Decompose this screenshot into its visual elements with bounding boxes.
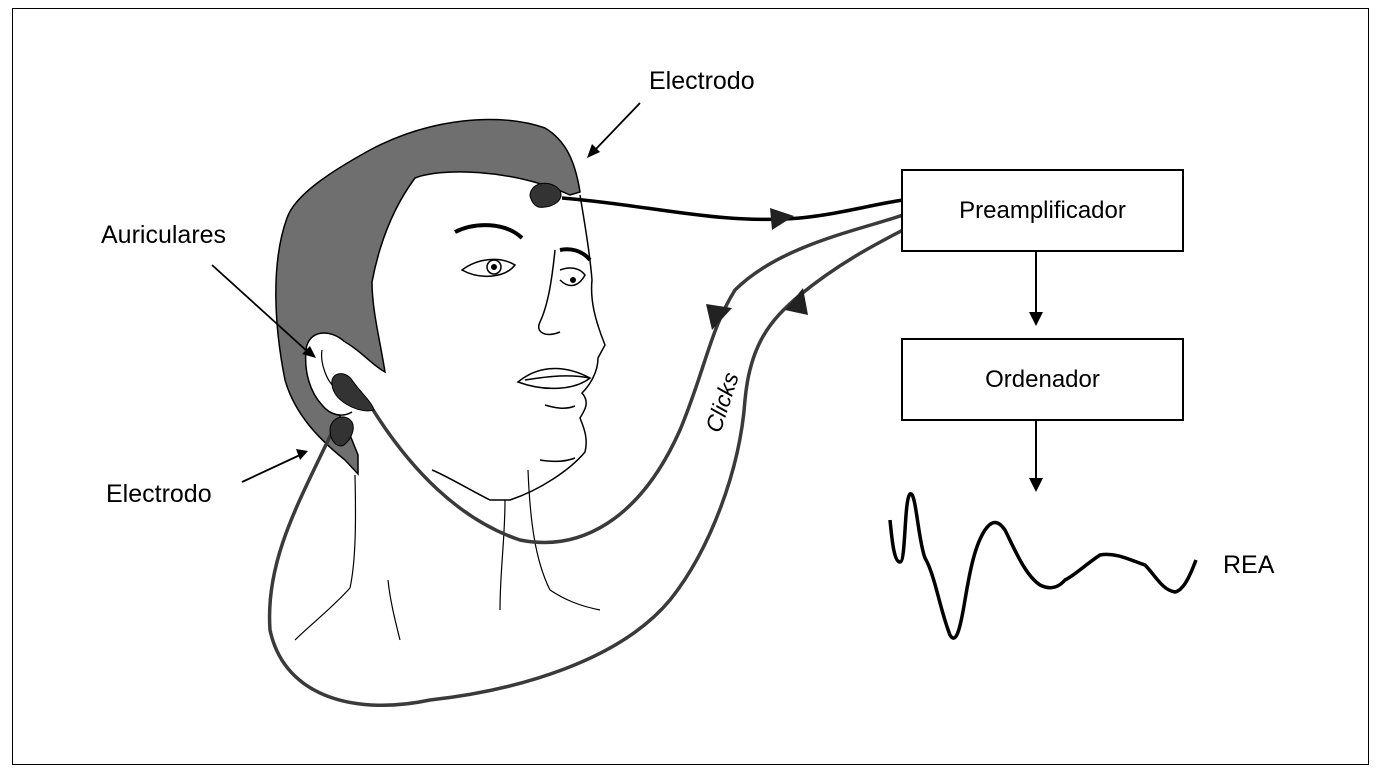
pointer-electrode-top-head: [587, 144, 600, 158]
chin-line-2: [539, 457, 576, 463]
left-brow: [454, 223, 524, 240]
pointer-electrode-top: [594, 102, 641, 151]
label-aep: REA: [1223, 551, 1275, 579]
computer-label: Ordenador: [985, 365, 1100, 393]
cable-arrow-return: [785, 288, 808, 315]
mouth: [516, 367, 592, 390]
earphone: [331, 373, 375, 412]
cable-earphone: [368, 213, 904, 545]
label-electrode-bottom: Electrodo: [106, 480, 212, 508]
label-electrode-top: Electrodo: [649, 67, 755, 95]
right-pupil: [570, 277, 576, 283]
nose: [538, 249, 561, 336]
pointer-electrode-bottom: [241, 454, 301, 483]
computer-box: Ordenador: [901, 338, 1184, 421]
cable-arrow-forehead: [770, 208, 794, 230]
preamplifier-box: Preamplificador: [901, 169, 1184, 252]
pointer-earphones: [211, 264, 309, 353]
pointer-earphones-head: [302, 346, 316, 358]
cable-arrow-clicks: [706, 304, 732, 330]
preamplifier-label: Preamplificador: [959, 196, 1126, 224]
face-outline: [431, 194, 606, 501]
left-eye: [460, 258, 517, 277]
arrow-preamp-to-computer-head: [1029, 312, 1043, 326]
pointer-electrode-bottom-head: [296, 449, 308, 460]
chin-line: [544, 404, 576, 409]
cable-forehead: [561, 196, 904, 222]
hair: [275, 118, 581, 476]
neck: [294, 469, 601, 641]
arrow-computer-to-waveform-head: [1029, 478, 1043, 492]
right-eye: [559, 267, 586, 287]
right-brow: [559, 247, 592, 262]
forehead-electrode: [529, 182, 562, 208]
aep-waveform: [888, 492, 1198, 640]
left-pupil: [486, 259, 502, 275]
left-pupil-center: [491, 264, 497, 270]
label-earphones: Auriculares: [101, 221, 227, 249]
mastoid-electrode: [329, 416, 354, 447]
